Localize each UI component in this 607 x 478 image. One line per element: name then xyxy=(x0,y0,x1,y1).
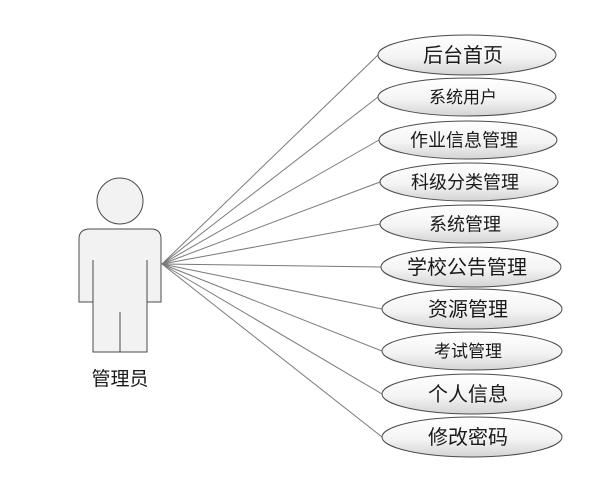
actor-admin: 管理员 xyxy=(78,177,162,390)
use-case: 系统管理 xyxy=(379,204,559,244)
use-case-ellipse xyxy=(381,416,563,458)
use-case: 作业信息管理 xyxy=(378,120,558,160)
use-case-label: 资源管理 xyxy=(428,297,508,321)
use-case-ellipse xyxy=(378,120,558,160)
use-case: 后台首页 xyxy=(377,34,557,76)
use-case: 科级分类管理 xyxy=(379,162,559,202)
use-case: 资源管理 xyxy=(381,288,563,330)
use-case-label: 考试管理 xyxy=(434,342,502,362)
use-case-ellipse xyxy=(380,246,562,288)
use-case-ellipse xyxy=(379,204,559,244)
use-case: 修改密码 xyxy=(381,416,563,458)
association-line xyxy=(161,181,381,265)
association-line xyxy=(161,263,383,352)
use-case-group: 后台首页系统用户作业信息管理科级分类管理系统管理学校公告管理资源管理考试管理个人… xyxy=(377,34,563,458)
association-line xyxy=(161,96,379,265)
use-case-label: 学校公告管理 xyxy=(407,255,527,279)
use-case-label: 系统用户 xyxy=(429,88,497,108)
association-lines xyxy=(161,54,383,438)
use-case-ellipse xyxy=(381,373,563,415)
use-case-label: 系统管理 xyxy=(429,214,501,235)
use-case-label: 后台首页 xyxy=(423,43,503,67)
use-case-label: 个人信息 xyxy=(428,382,508,406)
association-line xyxy=(161,139,380,265)
use-case: 系统用户 xyxy=(377,77,557,117)
use-case: 考试管理 xyxy=(381,331,563,371)
actor-label: 管理员 xyxy=(91,368,148,390)
use-case-ellipse xyxy=(379,162,559,202)
association-line xyxy=(161,54,379,265)
use-case-label: 作业信息管理 xyxy=(410,130,518,151)
use-case-ellipse xyxy=(377,77,557,117)
association-line xyxy=(161,263,383,310)
use-case: 学校公告管理 xyxy=(380,246,562,288)
actor-head xyxy=(96,177,144,225)
use-case-ellipse xyxy=(377,34,557,76)
use-case-ellipse xyxy=(381,288,563,330)
association-line xyxy=(161,263,383,438)
actor-body xyxy=(78,228,162,353)
association-line xyxy=(161,263,383,395)
use-case-label: 科级分类管理 xyxy=(411,172,519,193)
association-line xyxy=(161,223,381,265)
use-case-label: 修改密码 xyxy=(428,425,508,449)
use-case: 个人信息 xyxy=(381,373,563,415)
association-line xyxy=(161,263,382,268)
use-case-ellipse xyxy=(381,331,563,371)
